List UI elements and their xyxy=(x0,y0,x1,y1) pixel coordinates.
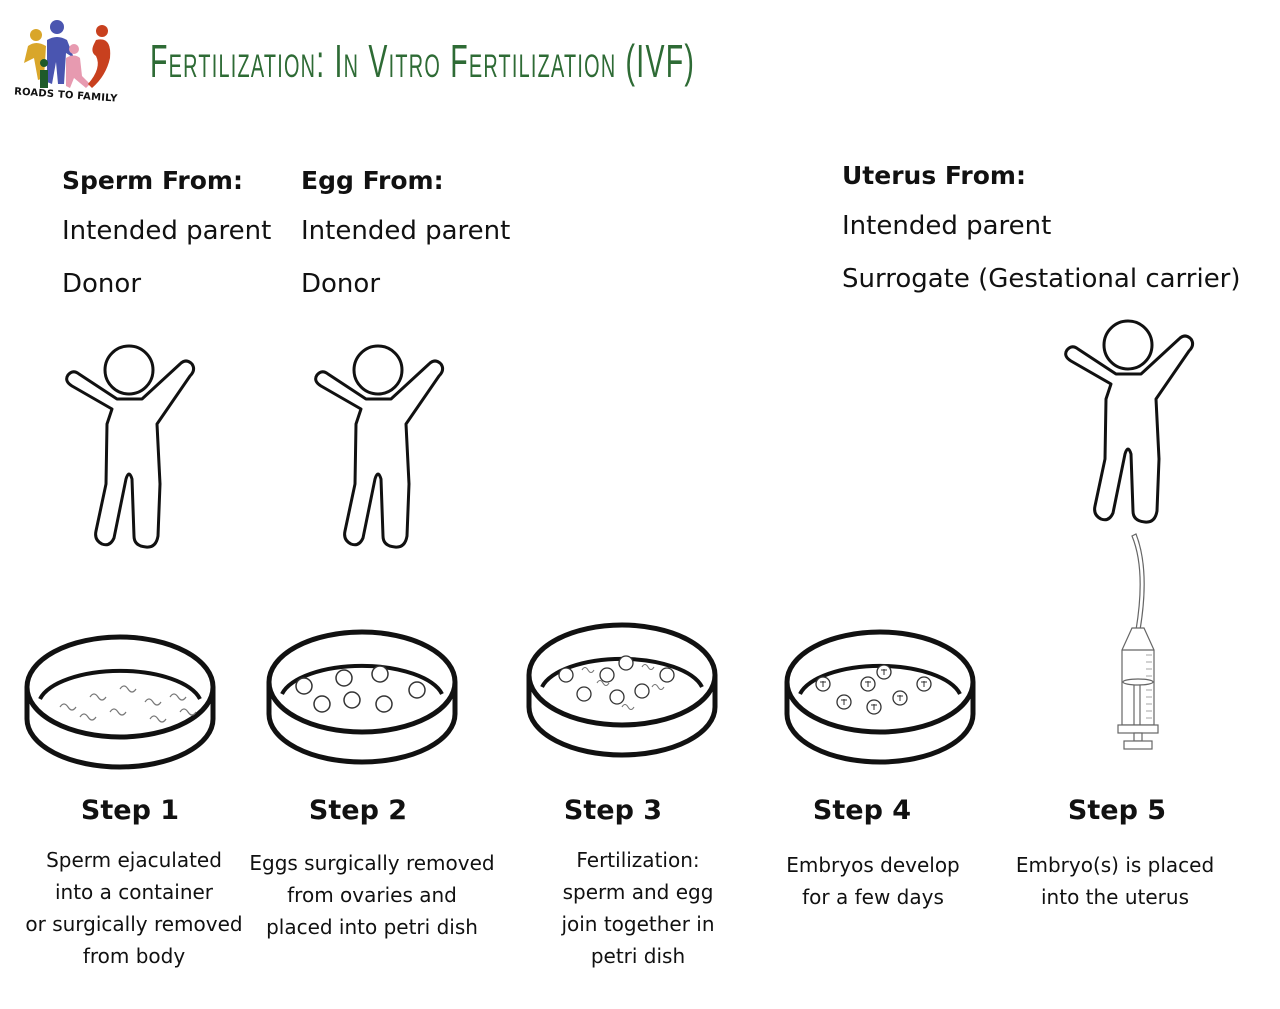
description-line: for a few days xyxy=(802,885,944,909)
roads-to-family-logo: ROADS TO FAMILY xyxy=(14,18,119,105)
step-1-description: Sperm ejaculated into a container or sur… xyxy=(9,844,259,972)
step-1-label: Step 1 xyxy=(80,795,180,826)
description-line: Embryo(s) is placed xyxy=(1015,853,1215,877)
description-line: or surgically removed xyxy=(25,912,243,936)
syringe-catheter-icon xyxy=(1117,533,1159,750)
description-line: into a container xyxy=(54,880,214,904)
uterus-option: Intended parent xyxy=(842,211,1052,241)
uterus-heading: Uterus From: xyxy=(842,161,1026,190)
uterus-option: Surrogate (Gestational carrier) xyxy=(842,264,1241,294)
description-line: from ovaries and xyxy=(287,883,457,907)
step-2-label: Step 2 xyxy=(308,795,408,826)
step-3-label: Step 3 xyxy=(563,795,663,826)
egg-heading: Egg From: xyxy=(301,166,444,195)
description-line: into the uterus xyxy=(1041,885,1189,909)
step-5-description: Embryo(s) is placed into the uterus xyxy=(990,849,1240,913)
egg-option: Intended parent xyxy=(301,216,511,246)
petri-dish-embryos-icon xyxy=(780,622,980,767)
egg-option: Donor xyxy=(301,269,381,299)
sperm-option: Intended parent xyxy=(62,216,272,246)
description-line: Sperm ejaculated xyxy=(46,848,222,872)
sperm-option: Donor xyxy=(62,269,142,299)
petri-dish-sperm-icon xyxy=(20,627,220,772)
step-5-label: Step 5 xyxy=(1067,795,1167,826)
person-icon xyxy=(1064,319,1195,524)
description-line: Fertilization: xyxy=(576,848,700,872)
step-4-label: Step 4 xyxy=(812,795,912,826)
petri-dish-fertilization-icon xyxy=(522,615,722,760)
description-line: sperm and egg xyxy=(562,880,714,904)
description-line: Eggs surgically removed xyxy=(249,851,495,875)
person-icon xyxy=(314,344,445,549)
description-line: Embryos develop xyxy=(786,853,960,877)
person-icon xyxy=(65,344,196,549)
description-line: petri dish xyxy=(590,944,686,968)
description-line: from body xyxy=(82,944,186,968)
page-title: Fertilization: In Vitro Fertilization (I… xyxy=(150,35,696,87)
step-2-description: Eggs surgically removed from ovaries and… xyxy=(247,847,497,943)
description-line: placed into petri dish xyxy=(266,915,478,939)
petri-dish-eggs-icon xyxy=(262,622,462,767)
description-line: join together in xyxy=(561,912,715,936)
sperm-heading: Sperm From: xyxy=(62,166,243,195)
step-4-description: Embryos develop for a few days xyxy=(748,849,998,913)
step-3-description: Fertilization: sperm and egg join togeth… xyxy=(513,844,763,972)
